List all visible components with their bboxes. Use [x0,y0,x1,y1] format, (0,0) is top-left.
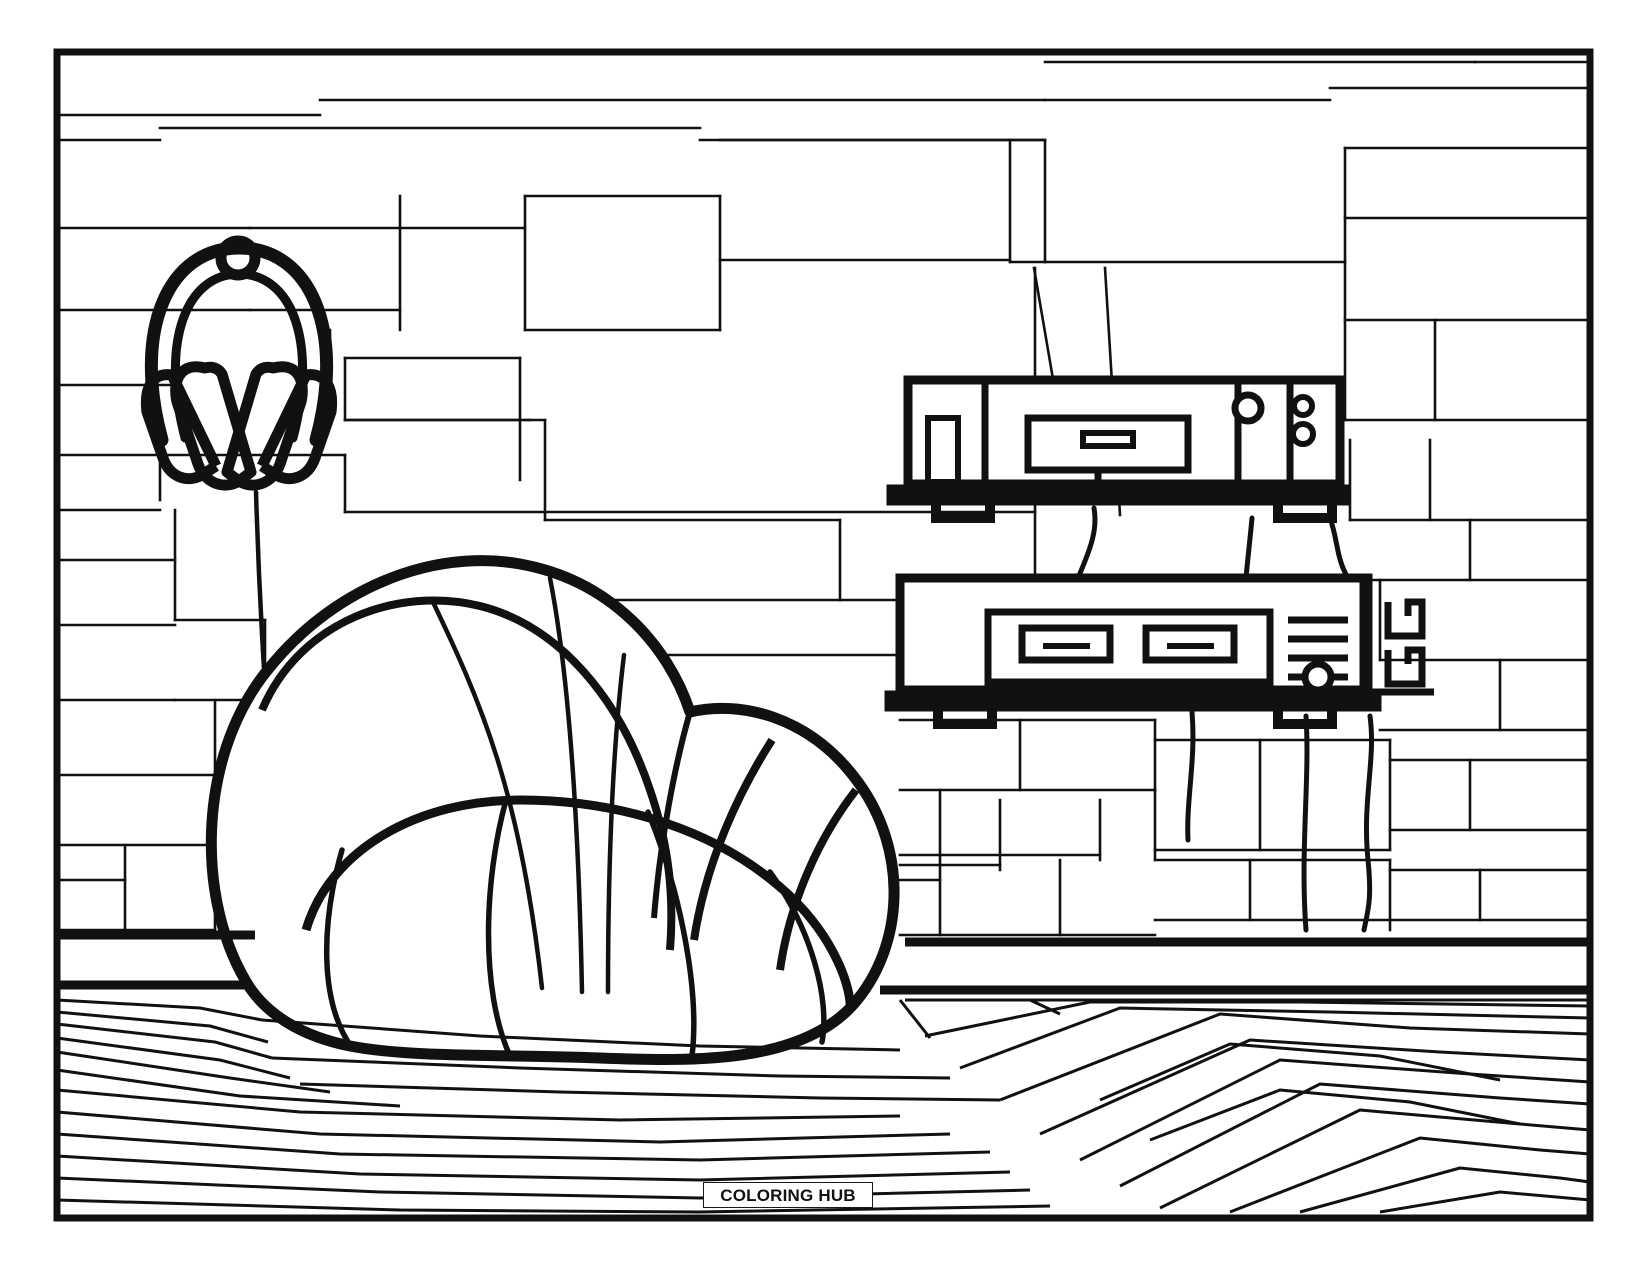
stereo-bottom-knob [1301,660,1335,694]
grain-l4 [56,1036,291,1080]
seat-seam-4 [767,869,827,1045]
grain-r8 [1159,1108,1591,1210]
wall-shelf-top [886,484,1350,506]
headphone-earcup-right-inner [221,361,308,491]
cable-5 [1361,713,1374,933]
grain-l5 [56,1050,331,1094]
cables-lower [1185,709,1374,933]
cable-6 [1301,713,1310,933]
grain-knot-2 [1149,1088,1521,1142]
grain-m4 [56,1154,1011,1182]
grain-m6 [56,1198,1051,1214]
watermark-badge: COLORING HUB [703,1182,873,1208]
bean-bag-right-lobe-1 [651,711,693,919]
stereo-top-knob-small-1 [1291,394,1315,418]
grain-m3 [56,1132,991,1162]
seat-seam-2 [485,797,513,1059]
grain-knot-1 [1099,1042,1501,1102]
wall-shelf-bottom-bracket-left [933,708,997,729]
grain-r3 [959,1006,1591,1070]
wall-shelf-top-bracket-right [1273,502,1337,523]
wall-hook [215,235,261,281]
bean-bag-outline [205,555,900,1065]
grain-r11 [1379,1190,1591,1214]
headphone-earcup-right-divider [222,372,261,474]
stereo-top-display [1024,414,1192,474]
grain-r2 [924,1000,1591,1038]
bean-bag-right-lobe-2 [690,737,776,941]
grain-l6 [56,1068,401,1108]
stereo-top-left-slot [925,415,961,485]
cable-1 [1075,505,1098,581]
wood-floor [56,998,1591,1214]
stereo-top-display-bar [1080,430,1136,449]
grain-r4 [999,1012,1591,1102]
grain-r5 [1039,1038,1591,1136]
grain-r10 [1299,1166,1591,1214]
wall-shelf-bottom [884,690,1382,712]
stereo-jack-2 [1384,646,1426,688]
cables-upper [1075,505,1351,581]
bean-bag-chair [205,555,900,1065]
bean-bag-backrest-seams [429,575,627,995]
grain-m1 [56,1088,901,1122]
grain-s1 [898,999,932,1039]
headphone-earcup-left-outer [140,369,219,485]
stereo-bottom [884,573,1434,729]
headphone-earcup-right-outer [259,369,338,485]
grain-r6 [1079,1058,1591,1162]
wall-shelf-top-bracket-left [931,502,995,523]
grain-s2 [1029,998,1061,1016]
baseboard [57,930,1590,995]
grain-l3 [56,1022,273,1060]
grain-l2 [56,1010,269,1044]
headphone-earcup-left-inner [170,361,257,491]
grain-m5 [56,1176,1031,1200]
seat-seam-1 [323,847,355,1051]
stereo-top-knob-large [1231,391,1265,425]
grain-r7 [1119,1082,1591,1188]
grain-f2 [271,1056,951,1080]
bean-bag-right-lobe-3 [776,787,860,971]
seat-seam-3 [645,809,697,1059]
grain-r9 [1229,1136,1591,1214]
page-border [53,48,1594,1222]
headphone-headband [144,241,334,447]
seam-2 [547,575,585,995]
stereo-top [886,375,1350,523]
stereo-jack-1 [1384,598,1426,640]
grain-f1 [261,1018,901,1052]
watermark-label: COLORING HUB [720,1185,856,1205]
grain-l1 [56,998,263,1022]
cable-2 [1243,515,1255,581]
bean-bag-seat-seams [323,797,827,1059]
bean-bag-seat-roll [301,795,855,1011]
seam-1 [429,597,545,991]
seam-3 [605,652,627,995]
grain-m2 [56,1110,951,1144]
grain-f3 [299,1082,1001,1102]
stereo-top-knob-small-2 [1290,421,1316,447]
cable-3 [1327,515,1351,581]
cable-4 [1185,709,1196,843]
